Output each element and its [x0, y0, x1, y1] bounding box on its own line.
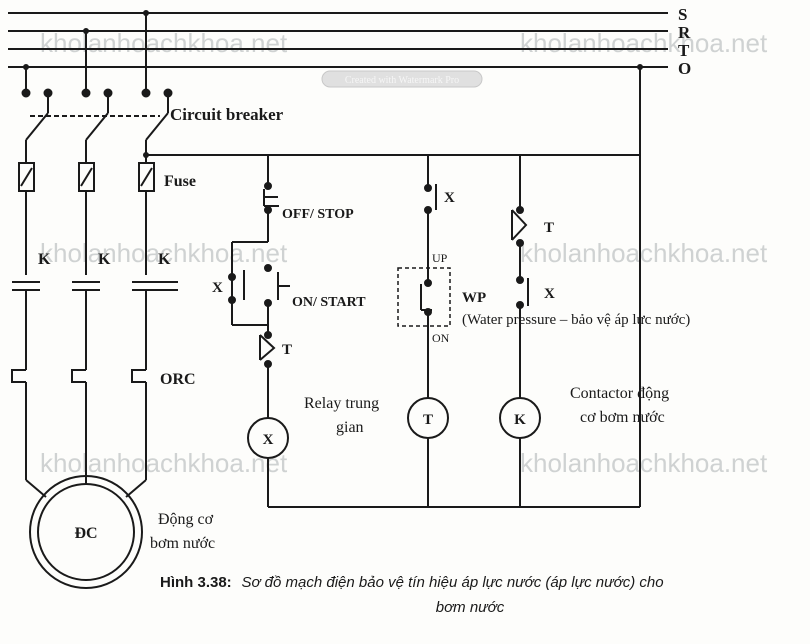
watermark-text: kholanhoachkhoa.net [520, 238, 768, 268]
watermark-badge [321, 70, 483, 88]
figure-caption-line1: Hình 3.38: Sơ đồ mạch điện bảo vệ tín hi… [160, 574, 664, 591]
label-on-start: ON/ START [292, 295, 366, 310]
label-rung2-x: X [444, 190, 455, 206]
watermark-text: kholanhoachkhoa.net [520, 28, 768, 58]
power-phase-3 [125, 13, 178, 498]
label-motor-dc: ĐC [74, 525, 97, 542]
power-phase-2 [71, 31, 113, 485]
phase-label-o: O [678, 59, 691, 78]
phase-label-r: R [678, 23, 691, 42]
label-rung1-t: T [282, 342, 292, 358]
watermark-badge-text: Created with Watermark Pro [345, 75, 459, 86]
rung-x-coil [228, 155, 290, 507]
label-wp: WP [462, 290, 486, 306]
label-up: UP [432, 251, 448, 265]
label-wp-desc: (Water pressure – bảo vệ áp lực nước) [462, 312, 690, 328]
power-phase-1 [11, 67, 53, 498]
phase-label-t: T [678, 41, 690, 60]
rung-relay-t [397, 155, 451, 507]
figure-caption-line2: bơm nước [436, 599, 505, 616]
label-off-stop: OFF/ STOP [282, 207, 354, 222]
label-coil-t: T [423, 412, 433, 428]
label-rung3-t: T [544, 220, 554, 236]
label-seal-in-x: X [212, 280, 223, 296]
label-motor-line2: bơm nước [150, 535, 215, 552]
label-contactor-k-3: K [158, 251, 171, 268]
label-motor-line1: Động cơ [158, 511, 214, 528]
label-orc: ORC [160, 371, 196, 388]
label-rung3-x: X [544, 286, 555, 302]
label-coil-x: X [263, 432, 274, 448]
motor-inner-ring [37, 483, 135, 581]
label-on: ON [432, 331, 450, 345]
phase-label-s: S [678, 5, 687, 24]
label-relay-line1: Relay trung [304, 395, 379, 412]
rung-contactor-k [499, 155, 541, 507]
label-contactor-k-2: K [98, 251, 111, 268]
caption-label: Hình 3.38: [160, 574, 232, 591]
label-relay-line2: gian [336, 419, 364, 436]
label-contactor-k-1: K [38, 251, 51, 268]
label-contactor-line2: cơ bơm nước [580, 409, 665, 426]
watermark-text: kholanhoachkhoa.net [520, 448, 768, 478]
caption-text-1: Sơ đồ mạch điện bảo vệ tín hiệu áp lực n… [241, 574, 663, 591]
watermark-text: kholanhoachkhoa.net [40, 28, 288, 58]
motor-symbol [29, 475, 143, 589]
label-fuse: Fuse [164, 173, 196, 190]
label-circuit-breaker: Circuit breaker [170, 105, 284, 124]
wp-sensor-box [397, 267, 451, 327]
label-coil-k: K [514, 412, 526, 428]
watermark-text: kholanhoachkhoa.net [40, 448, 288, 478]
label-contactor-line1: Contactor động [570, 385, 669, 402]
